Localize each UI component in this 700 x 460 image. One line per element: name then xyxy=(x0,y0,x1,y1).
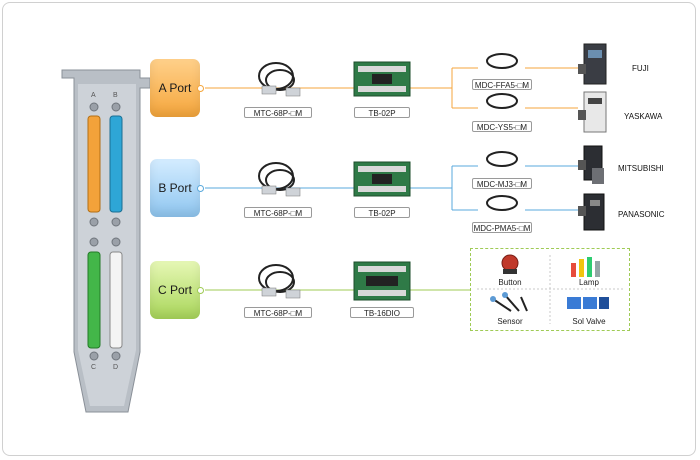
io-device-lamp: Lamp xyxy=(578,278,599,287)
a-port-wires xyxy=(205,67,578,109)
port-c-cable-label: MTC-68P-□M xyxy=(244,307,312,318)
brand-yaskawa: YASKAWA xyxy=(624,112,663,121)
port-a-board-label: TB-02P xyxy=(354,107,410,118)
servo-drives xyxy=(578,43,607,231)
port-c-label: C Port xyxy=(157,283,192,297)
brand-mitsubishi: MITSUBISHI xyxy=(618,164,664,173)
brand-fuji: FUJI xyxy=(632,64,649,73)
port-a: A Port xyxy=(150,59,200,117)
port-b-connector-dot xyxy=(197,185,204,192)
port-c: C Port xyxy=(150,261,200,319)
brand-panasonic: PANASONIC xyxy=(618,210,665,219)
port-a-label: A Port xyxy=(158,81,192,95)
io-devices-box: Button Lamp Sensor Sol Valve xyxy=(470,248,630,331)
cable-coils xyxy=(258,53,518,293)
port-b: B Port xyxy=(150,159,200,217)
b-port-wires xyxy=(205,165,578,211)
slot-label-b: B xyxy=(113,92,118,99)
port-b-drive2-cable-label: MDC-PMA5-□M xyxy=(472,222,532,233)
port-a-cable-label: MTC-68P-□M xyxy=(244,107,312,118)
slot-label-a: A xyxy=(91,92,96,99)
port-b-board-label: TB-02P xyxy=(354,207,410,218)
io-device-sol-valve: Sol Valve xyxy=(572,317,606,326)
cable-connectors xyxy=(261,85,301,299)
port-a-drive2-cable-label: MDC-YS5-□M xyxy=(472,121,532,132)
port-c-board-label: TB-16DIO xyxy=(350,307,414,318)
port-a-connector-dot xyxy=(197,85,204,92)
slot-label-c: C xyxy=(91,364,97,371)
port-b-drive1-cable-label: MDC-MJ3-□M xyxy=(472,178,532,189)
port-b-label: B Port xyxy=(158,181,192,195)
pci-bracket xyxy=(61,69,151,413)
port-b-cable-label: MTC-68P-□M xyxy=(244,207,312,218)
io-device-button: Button xyxy=(498,278,522,287)
port-c-connector-dot xyxy=(197,287,204,294)
io-device-sensor: Sensor xyxy=(497,317,523,326)
port-a-drive1-cable-label: MDC-FFA5-□M xyxy=(472,79,532,90)
io-devices-art xyxy=(477,254,623,324)
terminal-boards xyxy=(353,61,411,301)
slot-label-d: D xyxy=(113,364,119,371)
